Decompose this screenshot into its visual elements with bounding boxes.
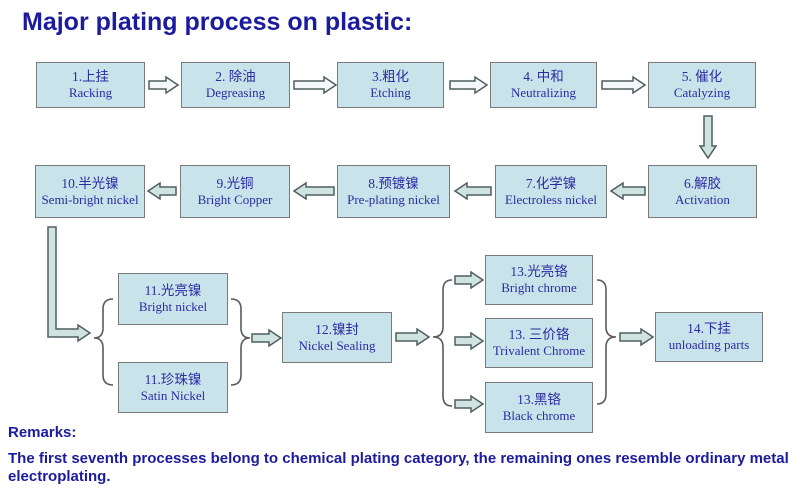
box-11-satin-label-cn: 11.珍珠镍 [144,371,202,387]
arrow-9-to-10 [146,181,177,201]
arrow-6-to-7 [609,181,646,201]
box-3-label-en: Etching [370,85,411,101]
box-11-satin-label-en: Satin Nickel [140,387,206,403]
box-9-label-cn: 9.光铜 [216,175,254,191]
arrow-7-to-8 [453,181,492,201]
box-5-catalyzing: 5. 催化 Catalyzing [648,62,756,108]
connector-10-down-right [47,226,92,343]
box-6-label-en: Activation [675,191,730,207]
box-13-bright-label-en: Bright chrome [501,280,577,296]
box-9-bright-copper: 9.光铜 Bright Copper [180,165,290,218]
box-9-label-en: Bright Copper [197,191,273,207]
remarks-heading: Remarks: [8,424,77,441]
brace-left-chrome-group [432,279,453,407]
arrow-3-to-4 [449,75,489,95]
box-10-label-en: Semi-bright nickel [41,191,139,207]
box-3-label-cn: 3.粗化 [371,69,410,85]
box-11-satin-nickel: 11.珍珠镍 Satin Nickel [118,362,228,413]
box-14-label-cn: 14.下挂 [687,321,731,337]
box-13-trivalent-chrome: 13. 三价铬 Trivalent Chrome [485,318,593,368]
box-1-racking: 1.上挂 Racking [36,62,145,108]
arrow-12-to-brace [395,327,431,347]
brace-right-nickel-group [230,298,251,386]
box-13-bright-label-cn: 13.光亮铬 [510,264,568,280]
arrow-4-to-5 [601,75,647,95]
arrow-to-bright-chrome [454,270,485,290]
box-4-neutralizing: 4. 中和 Neutralizing [490,62,597,108]
box-2-degreasing: 2. 除油 Degreasing [181,62,290,108]
box-3-etching: 3.粗化 Etching [337,62,444,108]
box-13-black-label-cn: 13.黑铬 [517,391,561,407]
box-6-label-cn: 6.解胶 [683,175,722,191]
box-13-black-chrome: 13.黑铬 Black chrome [485,382,593,433]
box-14-unloading-parts: 14.下挂 unloading parts [655,312,763,362]
brace-right-chrome-group [596,279,617,405]
arrow-8-to-9 [292,181,335,201]
box-11-bright-label-cn: 11.光亮镍 [144,283,202,299]
box-14-label-en: unloading parts [668,337,750,353]
box-4-label-cn: 4. 中和 [523,69,564,85]
arrow-to-black-chrome [454,394,485,414]
box-7-label-cn: 7.化学镍 [525,175,577,191]
box-11-bright-label-en: Bright nickel [138,299,208,315]
box-1-label-cn: 1.上挂 [71,69,110,85]
arrow-5-down-to-6 [698,115,718,160]
box-7-label-en: Electroless nickel [504,191,598,207]
box-2-label-en: Degreasing [205,85,266,101]
remarks-body: The first seventh processes belong to ch… [8,450,789,486]
box-6-activation: 6.解胶 Activation [648,165,757,218]
box-12-label-cn: 12.镍封 [315,321,359,337]
arrow-brace-to-12 [251,328,283,348]
box-10-label-cn: 10.半光镍 [61,175,119,191]
box-12-label-en: Nickel Sealing [298,337,376,353]
box-13-black-label-en: Black chrome [502,407,576,423]
box-2-label-cn: 2. 除油 [215,69,256,85]
box-5-label-cn: 5. 催化 [681,69,723,85]
box-12-nickel-sealing: 12.镍封 Nickel Sealing [282,312,392,363]
arrow-to-trivalent-chrome [454,331,485,351]
box-4-label-en: Neutralizing [511,85,576,101]
box-13-bright-chrome: 13.光亮铬 Bright chrome [485,255,593,305]
box-8-pre-plating-nickel: 8.预镀镍 Pre-plating nickel [337,165,450,218]
box-11-bright-nickel: 11.光亮镍 Bright nickel [118,273,228,325]
box-8-label-en: Pre-plating nickel [347,191,440,207]
arrow-2-to-3 [293,75,338,95]
box-13-trivalent-label-cn: 13. 三价铬 [508,327,570,343]
arrow-brace-to-14 [619,327,655,347]
box-8-label-cn: 8.预镀镍 [368,175,419,191]
arrow-1-to-2 [148,75,180,95]
box-7-electroless-nickel: 7.化学镍 Electroless nickel [495,165,607,218]
box-5-label-en: Catalyzing [673,85,731,101]
page-title: Major plating process on plastic: [22,8,413,36]
box-1-label-en: Racking [68,85,113,101]
brace-left-nickel-group [93,298,114,386]
box-10-semi-bright-nickel: 10.半光镍 Semi-bright nickel [35,165,145,218]
box-13-trivalent-label-en: Trivalent Chrome [492,343,586,359]
